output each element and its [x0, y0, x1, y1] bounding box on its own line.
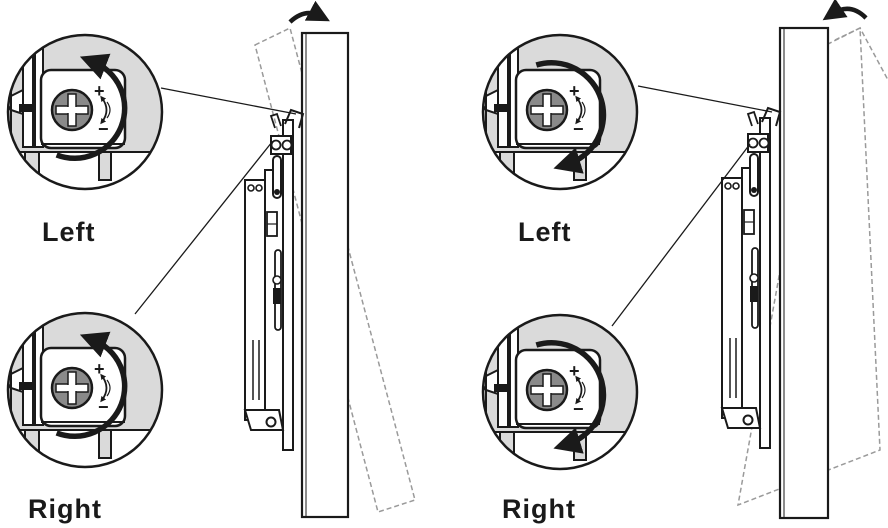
curved-arrow-icon [288, 0, 330, 24]
ghost-panel-outline [254, 26, 416, 513]
wall-bracket-icon [721, 107, 781, 449]
plus-symbol: + [569, 361, 580, 381]
plus-symbol: + [94, 359, 105, 379]
screw-detail-top [480, 32, 640, 192]
tv-panel-icon [300, 31, 350, 519]
minus-symbol: − [573, 399, 584, 419]
screw-detail-bottom [5, 310, 165, 470]
label-left-bottom: Right [28, 494, 102, 524]
screw-detail-bottom [480, 312, 640, 472]
plus-symbol: + [94, 81, 105, 101]
minus-symbol: − [573, 119, 584, 139]
tv-panel-icon [778, 26, 830, 520]
label-right-top: Left [518, 217, 572, 247]
label-left-top: Left [42, 217, 96, 247]
curved-arrow-icon [822, 0, 868, 21]
screw-detail-top [5, 32, 165, 192]
minus-symbol: − [98, 397, 109, 417]
left-panel: Left Right + − + − [5, 0, 416, 524]
minus-symbol: − [98, 119, 109, 139]
label-right-bottom: Right [502, 494, 576, 524]
plus-symbol: + [569, 81, 580, 101]
ghost-panel-outline [737, 26, 881, 507]
right-panel: Left Right + − + − [480, 0, 888, 524]
wall-bracket-icon [244, 109, 304, 451]
